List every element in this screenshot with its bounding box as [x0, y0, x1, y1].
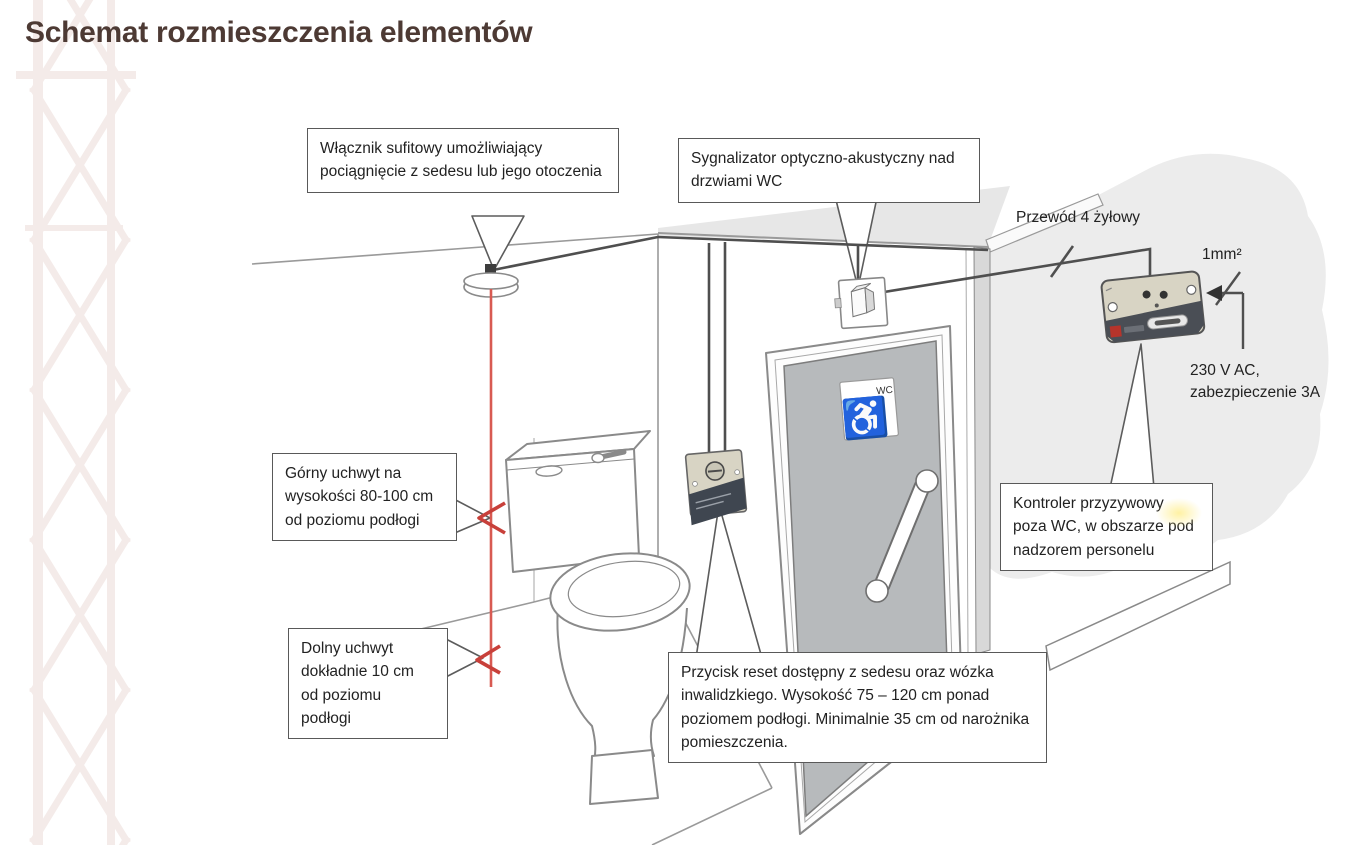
reset-device: [684, 449, 748, 526]
ceiling-pull-switch: [463, 264, 519, 298]
label-wire-gauge: 1mm²: [1202, 246, 1242, 263]
door-grab-handle: [865, 469, 939, 603]
controller-led-2: [1159, 290, 1168, 299]
callout-reset-button: Przycisk reset dostępny z sedesu oraz wó…: [668, 652, 1047, 763]
controller-device: [1100, 270, 1206, 344]
callout-upper-handle: Górny uchwyt na wysokości 80-100 cm od p…: [272, 453, 457, 541]
label-power-line1: 230 V AC,: [1190, 362, 1260, 379]
callout-controller: Kontroler przyzywowy poza WC, w obszarze…: [1000, 483, 1213, 571]
controller-logo: [1109, 325, 1122, 338]
controller-led-1: [1142, 290, 1151, 299]
callout-door-signal: Sygnalizator optyczno-akustyczny nad drz…: [678, 138, 980, 203]
label-cable: Przewód 4 żyłowy: [1016, 209, 1141, 226]
wall-right-edge: [965, 246, 991, 656]
page-title: Schemat rozmieszczenia elementów: [25, 16, 533, 49]
cistern-emblem: [535, 465, 563, 477]
lower-cord-handle: [475, 644, 501, 675]
toilet: [505, 430, 691, 805]
wall-top-band: [985, 193, 1104, 253]
wheelchair-icon: ♿: [839, 394, 890, 442]
power-arrowhead: [1206, 285, 1222, 301]
floor-strip: [1045, 560, 1231, 672]
callout-ceiling-switch: Włącznik sufitowy umożliwiający pociągni…: [307, 128, 619, 193]
callout-controller-text: Kontroler przyzywowy poza WC, w obszarze…: [1013, 495, 1194, 559]
pull-cord: [475, 289, 506, 687]
flush-lever: [591, 449, 627, 464]
label-power-line2: zabezpieczenie 3A: [1190, 384, 1321, 402]
truss-watermark: [16, 0, 136, 845]
cable-slash-mark: [1049, 245, 1075, 278]
upper-cord-handle: [477, 501, 506, 535]
toilet-base: [589, 749, 659, 805]
wiring: [492, 235, 1245, 452]
wc-sign-text: WC: [876, 385, 894, 397]
signal-device: [834, 276, 889, 330]
callout-tails: [443, 187, 1155, 679]
wc-sign: ♿ WC: [839, 377, 899, 442]
cable-4-core: [883, 247, 1152, 294]
callout-lower-handle: Dolny uchwyt dokładnie 10 cm od poziomu …: [288, 628, 448, 739]
outside-area-blob: [986, 153, 1329, 579]
label-power-supply: 230 V AC, zabezpieczenie 3A: [1190, 360, 1320, 405]
